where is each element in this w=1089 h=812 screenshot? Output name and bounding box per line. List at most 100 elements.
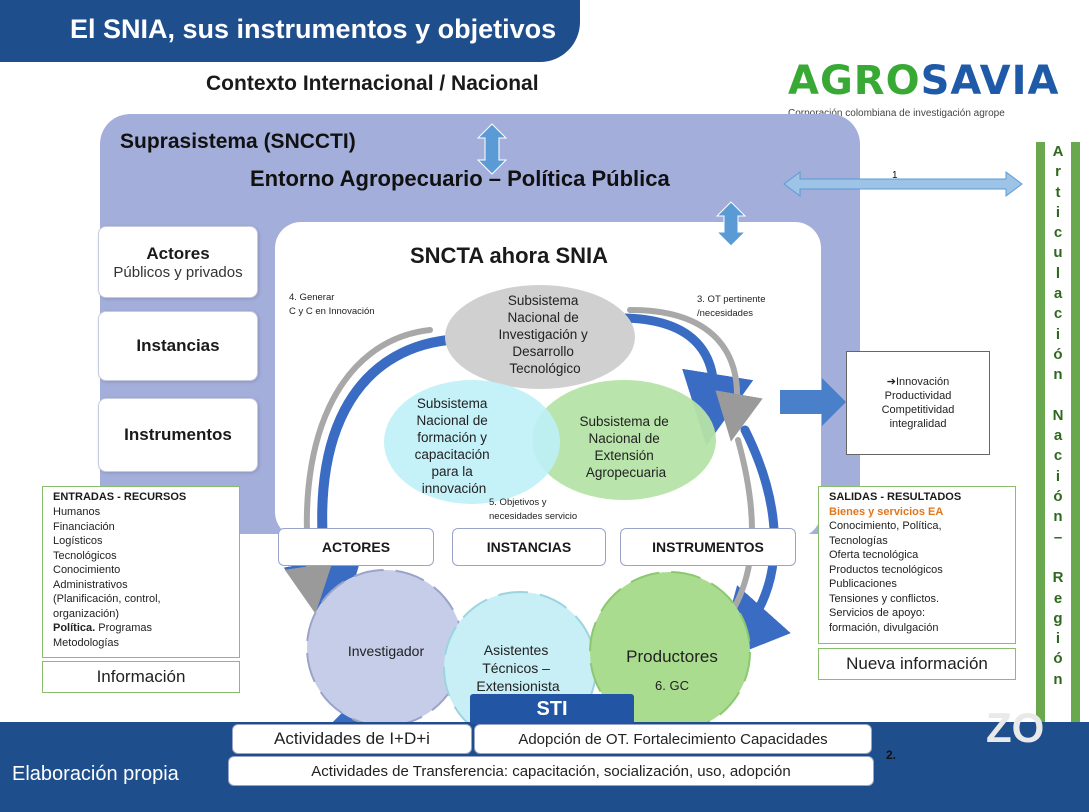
innovacion-item: Competitividad [881,404,955,416]
articulacion-letter: c [1053,224,1063,242]
actores-box: Actores Públicos y privados [98,226,258,298]
innovacion-box: ➔Innovación Productividad Competitividad… [846,351,990,455]
articulacion-letter: A [1052,143,1064,160]
articulacion-letter: c [1053,447,1063,465]
entradas-politica-bold: Política. [53,622,96,634]
articulacion-letter: R [1052,569,1064,587]
actores-box-title: Actores [146,243,210,263]
articulacion-letter: n [1053,366,1063,384]
salidas-item: Servicios de apoyo: [829,607,925,619]
articulacion-letter: i [1055,630,1061,648]
block-arrow-right-icon [780,378,846,426]
innovacion-item: ➔Innovación [886,376,950,388]
note-ot: 3. OT pertinente /necesidades [697,294,768,319]
logo-part-agro: AGRO [788,58,921,104]
sti-label: STI [470,694,634,724]
informacion-box: Información [42,661,240,693]
tab-instancias: INSTANCIAS [452,528,606,566]
page-title: El SNIA, sus instrumentos y objetivos [70,14,557,44]
zoom-watermark: ZO [986,704,1045,751]
context-title: Contexto Internacional / Nacional [206,72,539,95]
salidas-header: SALIDAS - RESULTADOS [829,491,962,503]
suprasistema-title: Suprasistema (SNCCTI) [120,130,356,153]
salidas-item: Productos tecnológicos [829,563,943,576]
articulacion-letter: i [1055,325,1061,343]
gear-investigador-label: Investigador [348,643,425,659]
entradas-item: Financiación [53,520,115,533]
salidas-item: Oferta tecnológica [829,549,919,561]
articulacion-letter: i [1055,467,1061,485]
articulacion-letter: a [1053,427,1063,445]
tab-actores: ACTORES [278,528,434,566]
entradas-item: Tecnológicos [53,549,117,562]
articulacion-letter: l [1055,264,1061,282]
articulacion-letter: g [1053,609,1063,627]
salidas-item: Publicaciones [829,578,897,590]
innovacion-item: integralidad [889,418,947,430]
arrow-label-1: 1 [892,170,898,181]
innovacion-item: Productividad [884,390,952,402]
tab-instrumentos: INSTRUMENTOS [620,528,796,566]
note-objetivos: 5. Objetivos y necesidades servicio [489,497,577,522]
entradas-item: Administrativos [53,578,128,591]
gear-asistentes-label: Asistentes Técnicos – Extensionista [476,642,559,694]
articulacion-letter: n [1053,508,1063,526]
entradas-item: Metodologías [53,636,120,649]
double-arrow-horizontal-icon [783,171,1023,197]
articulacion-letter: e [1053,589,1063,607]
entradas-header: ENTRADAS - RECURSOS [53,491,187,503]
articulacion-letter: ó [1053,345,1063,363]
salidas-box: SALIDAS - RESULTADOS Bienes y servicios … [818,486,1016,644]
gear-investigador-icon [306,569,464,727]
subsistema-formacion-circle [384,380,560,504]
adopcion-box: Adopción de OT. Fortalecimiento Capacida… [474,724,872,754]
logo-part-savia: SAVIA [920,58,1060,104]
articulacion-letter: N [1052,406,1064,424]
articulacion-letter [1056,386,1060,406]
gear-productores-label: Productores [626,647,718,666]
note-generar: 4. Generar C y C en Innovación [289,292,375,317]
entradas-box: ENTRADAS - RECURSOS Humanos Financiación… [42,486,240,658]
subsistema-extension-circle [532,380,716,500]
articulacion-letter: i [1055,203,1061,221]
nueva-informacion-box: Nueva información [818,648,1016,680]
entradas-item: Logísticos [53,535,103,547]
agrosavia-logo: AGROSAVIA [788,58,1059,104]
instancias-box-title: Instancias [136,336,220,355]
entradas-politica: Política. Programas [53,621,229,636]
gear-productores-sub: 6. GC [655,678,689,693]
instrumentos-box: Instrumentos [98,398,258,472]
articulacion-letter: ó [1053,488,1063,506]
salidas-item: Tensiones y conflictos. [829,592,940,605]
sncta-title: SNCTA ahora SNIA [410,243,609,268]
logo-subtitle: Corporación colombiana de investigación … [788,108,1005,119]
salidas-item: Tecnologías [829,534,888,547]
subsistema-extension-text: Subsistema de Nacional de Extensión Agro… [579,414,672,480]
transferencia-box: Actividades de Transferencia: capacitaci… [228,756,874,786]
salidas-item: formación, divulgación [829,621,939,634]
salidas-item: Conocimiento, Política, [829,520,942,532]
salidas-highlight: Bienes y servicios EA [829,506,944,518]
articulacion-letter: a [1053,285,1063,303]
articulacion-letter: ó [1053,650,1063,668]
actividades-idi-box: Actividades de I+D+i [232,724,472,754]
articulacion-letter [1056,548,1060,568]
articulacion-letter: – [1053,528,1063,546]
entradas-item: Conocimiento [53,564,121,576]
articulacion-column: A r t i c u l a c i ó n N a c i ó n – R … [1036,142,1080,722]
header-banner [0,0,580,62]
entradas-item: Humanos [53,506,101,518]
double-arrow-middle-icon [715,201,747,247]
articulacion-letter: c [1053,305,1063,323]
articulacion-letter: t [1055,183,1061,201]
entradas-item: organización) [53,607,120,620]
entradas-item: (Planificación, control, [53,593,161,605]
elaboracion-label: Elaboración propia [12,763,179,785]
gear-productores-icon [589,571,751,733]
entradas-politica-rest: Programas [95,622,153,634]
double-arrow-top-icon [476,123,508,175]
subsistema-investigacion-circle [445,285,635,389]
subsistema-investigacion-text: Subsistema Nacional de Investigación y D… [498,293,591,376]
instancias-box: Instancias [98,311,258,381]
subsistema-formacion-text: Subsistema Nacional de formación y capac… [415,396,494,496]
